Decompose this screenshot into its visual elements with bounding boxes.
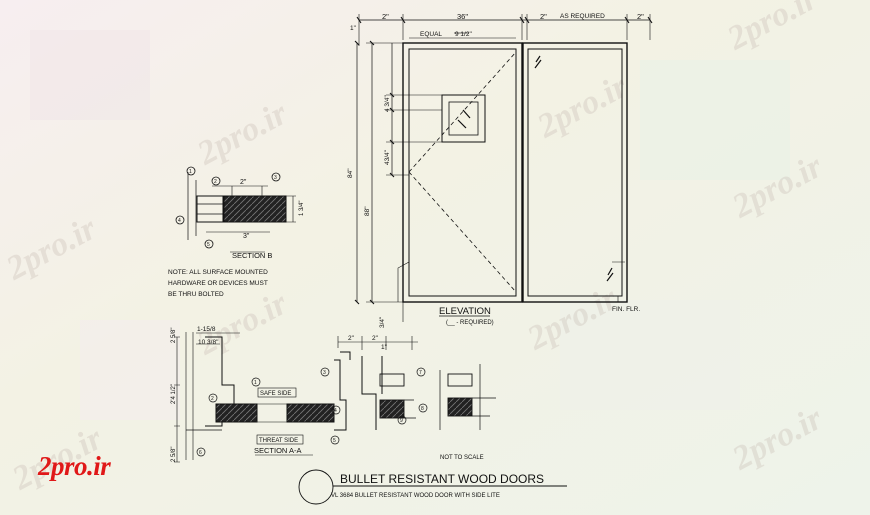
dim-label: 84" xyxy=(347,168,354,178)
dim-label: 2" xyxy=(637,12,644,21)
callout-number: 1 xyxy=(189,169,192,175)
callout-number: 9 xyxy=(400,418,403,424)
threat-side-label: THREAT SIDE xyxy=(259,438,298,444)
dim-label: 36" xyxy=(457,12,468,21)
dim-label: 2" xyxy=(540,12,547,21)
safe-side-box xyxy=(257,387,297,398)
dim-label: 1 3/4" xyxy=(299,201,305,216)
title-symbol xyxy=(298,469,334,505)
elevation-view xyxy=(354,14,653,322)
dim-label: 1" xyxy=(381,344,388,351)
drawing-subtitle: VL 3684 BULLET RESISTANT WOOD DOOR WITH … xyxy=(331,493,500,499)
section-b-text: 2" 1 3/4" 3" 1 2 3 4 5 SECTION B xyxy=(178,169,305,260)
threat-side-box xyxy=(256,434,304,445)
dim-label: 1-15/8 xyxy=(197,326,216,333)
section-aa xyxy=(174,332,496,463)
dim-label: 2" xyxy=(372,335,379,342)
dim-label: 2 5/8" xyxy=(171,328,177,343)
callout-number: 1 xyxy=(254,380,257,386)
callout-number: 3 xyxy=(323,370,326,376)
dim-label: 2 5/8" xyxy=(171,447,177,462)
elevation-text: 2" 36" 2" AS REQUIRED 2" EQUAL 9 1/2" 1"… xyxy=(347,12,644,328)
note-line: BE THRU BOLTED xyxy=(168,291,224,298)
site-logo: 2pro.ir xyxy=(38,451,111,481)
callout-number: 2 xyxy=(214,179,217,185)
callout-number: 5 xyxy=(333,438,336,444)
fin-flr-label: FIN. FLR. xyxy=(612,306,640,313)
dim-label: 9 1/2" xyxy=(455,31,472,38)
callout-number: 3 xyxy=(274,175,277,181)
dim-label: AS REQUIRED xyxy=(560,13,605,20)
dim-label: 3/4" xyxy=(379,316,386,328)
note-block: NOTE: ALL SURFACE MOUNTED HARDWARE OR DE… xyxy=(168,269,268,298)
callout-number: 4 xyxy=(178,218,181,224)
dim-label: 1" xyxy=(350,25,357,32)
dim-label: EQUAL xyxy=(420,31,442,38)
section-b-label: SECTION B xyxy=(232,251,272,260)
dim-label: 2" xyxy=(348,335,355,342)
callout-number: 7 xyxy=(419,370,422,376)
dim-label: 2" xyxy=(382,12,389,21)
title-block: BULLET RESISTANT WOOD DOORS VL 3684 BULL… xyxy=(298,469,567,505)
elevation-label: ELEVATION xyxy=(439,306,491,317)
dim-label: 10 3/8" xyxy=(198,339,219,346)
section-aa-label: SECTION A-A xyxy=(254,446,302,455)
note-line: HARDWARE OR DEVICES MUST xyxy=(168,280,268,287)
callout-number: 6 xyxy=(199,450,202,456)
callout-number: 2 xyxy=(211,396,214,402)
safe-side-label: SAFE SIDE xyxy=(260,391,291,397)
dim-label: 4 3/4" xyxy=(384,95,391,112)
note-line: NOTE: ALL SURFACE MOUNTED xyxy=(168,269,268,276)
dim-label: 2'4 1/2" xyxy=(171,384,177,404)
not-to-scale-label: NOT TO SCALE xyxy=(440,455,484,461)
dim-label: 3" xyxy=(243,233,250,240)
section-b xyxy=(175,166,296,253)
callout-number: 8 xyxy=(421,406,424,412)
elevation-sublabel: (__ - REQUIRED) xyxy=(446,320,494,326)
callout-number: 4 xyxy=(334,408,337,414)
dim-label: 88" xyxy=(364,206,371,216)
callout-number: 5 xyxy=(207,242,210,248)
dim-label: 43/4" xyxy=(384,149,391,165)
dim-label: 2" xyxy=(240,179,247,186)
drawing-title: BULLET RESISTANT WOOD DOORS xyxy=(340,472,544,486)
section-aa-text: 2 5/8" 2'4 1/2" 2 5/8" 1-15/8 10 3/8" 2"… xyxy=(171,326,484,462)
